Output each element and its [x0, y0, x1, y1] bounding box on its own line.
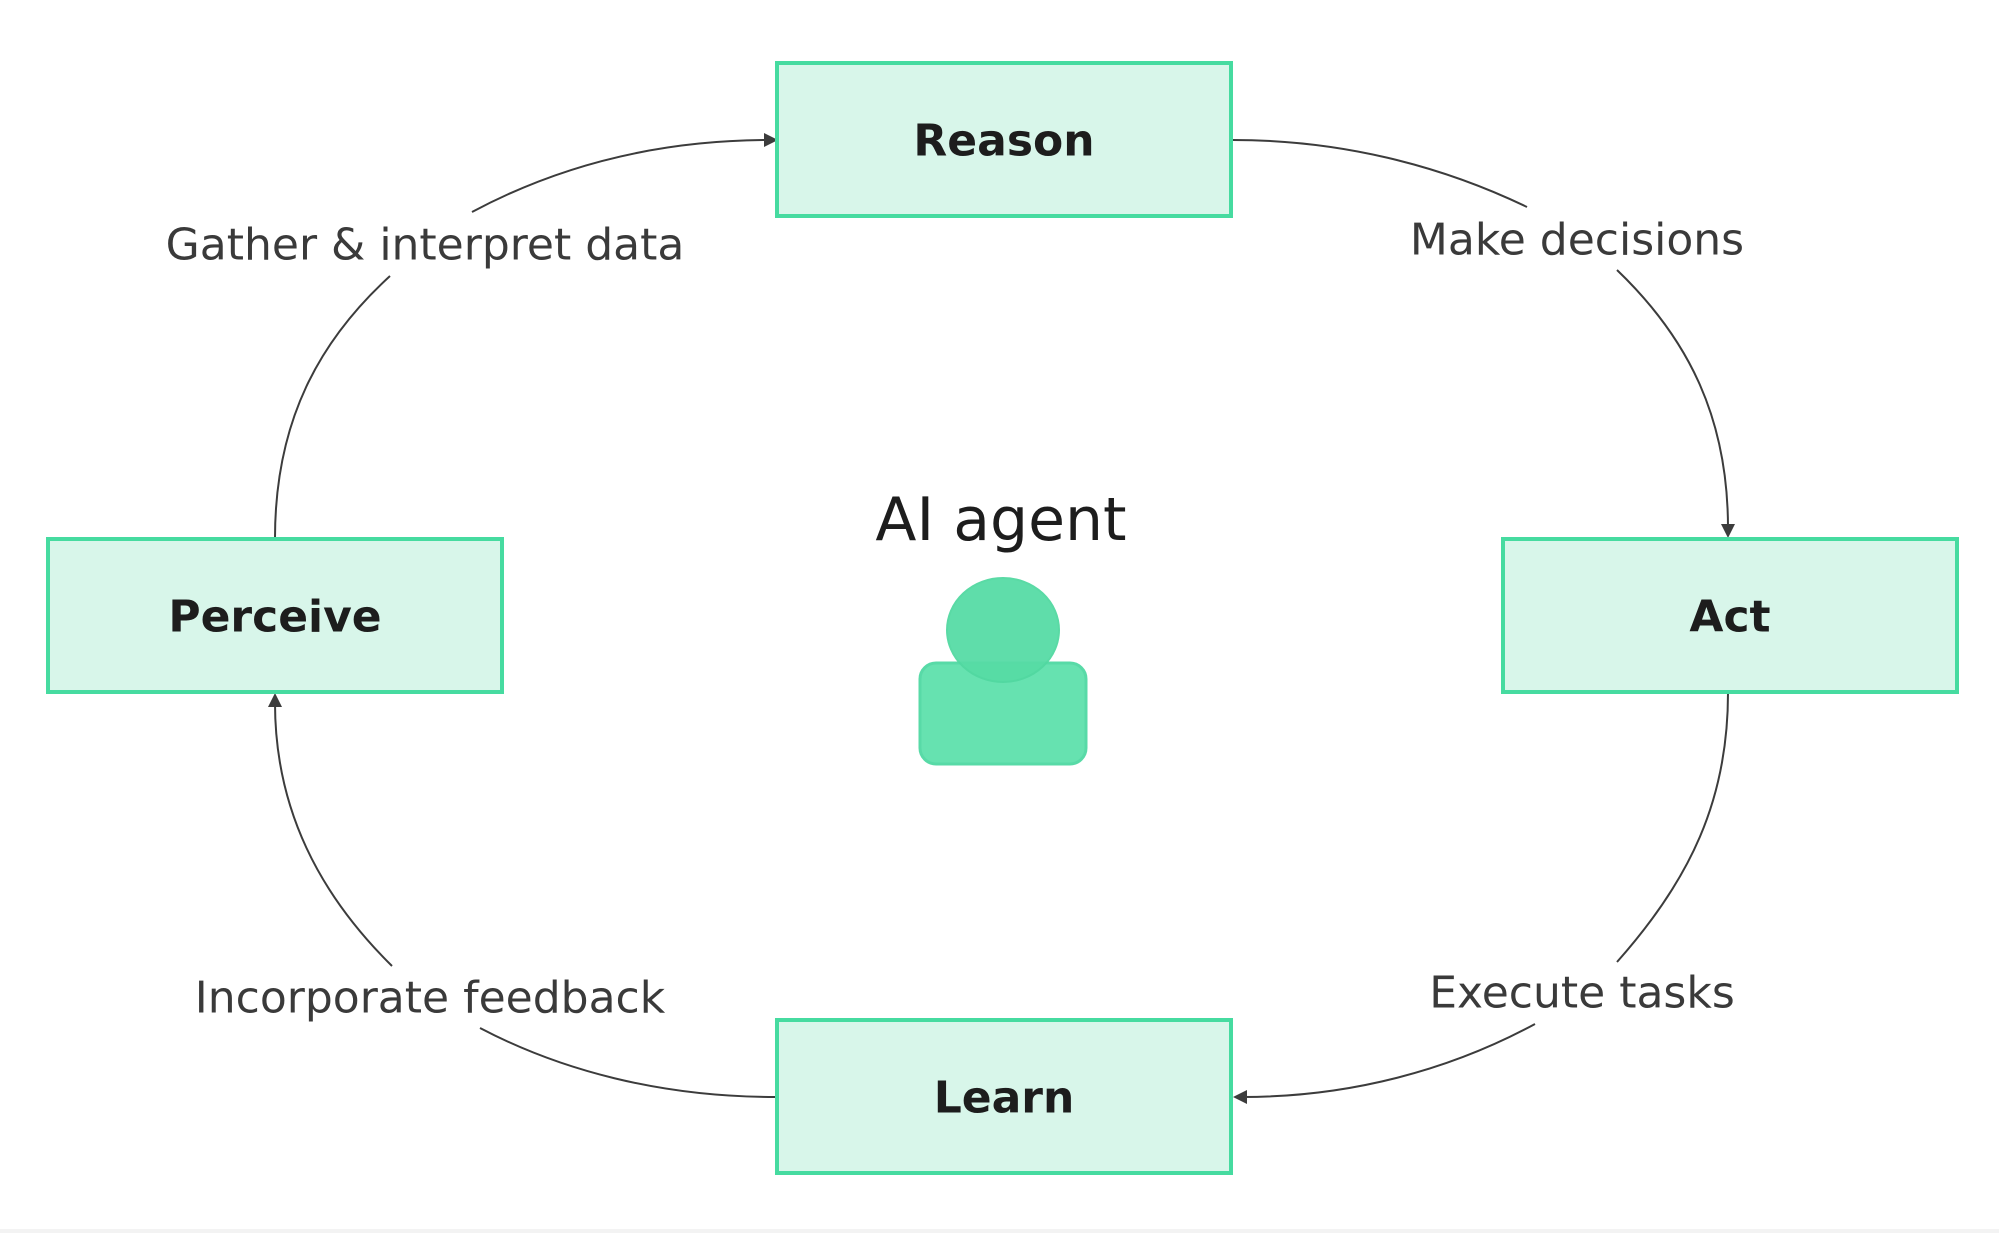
node-reason-label: Reason [913, 116, 1094, 167]
node-reason: Reason [775, 61, 1233, 218]
node-learn-label: Learn [934, 1073, 1075, 1124]
center-title: AI agent [875, 485, 1126, 555]
edge-label-incorporate-feedback: Incorporate feedback [195, 973, 666, 1024]
edge-label-execute-tasks: Execute tasks [1429, 968, 1735, 1019]
arc-learn-to-perceive-lower [479, 1027, 776, 1098]
arc-reason-to-act-lower [1616, 269, 1729, 529]
bottom-divider [0, 1229, 1999, 1233]
node-act-label: Act [1689, 592, 1770, 643]
arrowhead-into-reason [764, 133, 778, 147]
arc-perceive-to-reason-upper [471, 139, 771, 213]
arc-perceive-to-reason-lower [274, 275, 391, 539]
arc-act-to-learn-upper [1616, 692, 1729, 963]
arrowhead-into-act [1721, 524, 1735, 538]
arrowhead-into-learn [1233, 1090, 1247, 1104]
node-act: Act [1501, 537, 1959, 694]
arrowhead-into-perceive [268, 693, 282, 707]
arc-reason-to-act-upper [1232, 139, 1528, 208]
node-perceive-label: Perceive [168, 592, 381, 643]
node-perceive: Perceive [46, 537, 504, 694]
person-icon [918, 577, 1088, 766]
arc-act-to-learn-lower [1242, 1023, 1536, 1098]
edge-label-gather-interpret-data: Gather & interpret data [166, 220, 685, 271]
node-learn: Learn [775, 1018, 1233, 1175]
edge-label-make-decisions: Make decisions [1410, 215, 1744, 266]
arc-learn-to-perceive-upper [274, 702, 393, 967]
